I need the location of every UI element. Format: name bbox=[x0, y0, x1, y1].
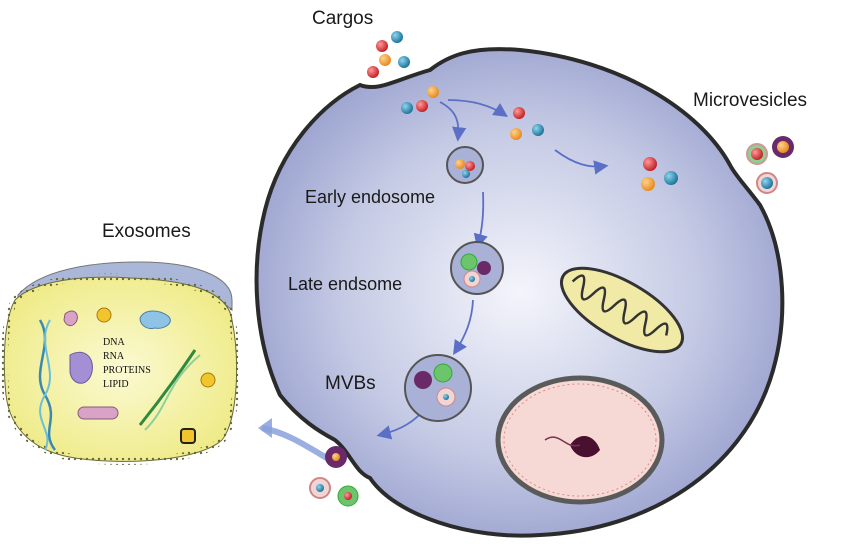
mvb-vesicle bbox=[404, 354, 472, 422]
label-early-endosome: Early endosome bbox=[305, 187, 435, 207]
microvesicles-group bbox=[746, 136, 794, 194]
nucleus bbox=[495, 375, 665, 505]
arrow-cargo-to-inner bbox=[447, 99, 508, 117]
arrow-late-to-mvb bbox=[453, 299, 474, 356]
protein-purple bbox=[69, 351, 93, 384]
cargos-group bbox=[367, 31, 410, 78]
mitochondrion bbox=[559, 266, 685, 354]
yellow-square bbox=[180, 428, 196, 444]
content-rna: RNA bbox=[103, 351, 125, 362]
label-exosomes: Exosomes bbox=[102, 221, 191, 242]
arrow-to-microvesicle bbox=[554, 149, 609, 175]
arrow-cargo-to-early bbox=[439, 101, 467, 142]
yellow-ball-1 bbox=[96, 307, 112, 323]
label-microvesicles: Microvesicles bbox=[693, 90, 807, 111]
dna-helix-right bbox=[138, 349, 197, 426]
label-late-endosome: Late endsome bbox=[288, 274, 402, 294]
exosome-detail: DNA RNA PROTEINS LIPID bbox=[0, 261, 241, 465]
content-proteins: PROTEINS bbox=[103, 365, 151, 376]
internal-cargos bbox=[401, 86, 678, 191]
content-lipid: LIPID bbox=[103, 379, 129, 390]
protein-blue bbox=[139, 310, 171, 329]
late-endosome-vesicle bbox=[450, 241, 504, 295]
yellow-ball-2 bbox=[200, 372, 216, 388]
released-exosomes bbox=[309, 446, 359, 507]
lipid-blob bbox=[77, 406, 119, 420]
label-cargos: Cargos bbox=[312, 8, 373, 29]
label-mvbs: MVBs bbox=[325, 373, 376, 394]
protein-pink bbox=[63, 310, 78, 327]
early-endosome-vesicle bbox=[446, 146, 484, 184]
content-dna: DNA bbox=[103, 337, 125, 348]
